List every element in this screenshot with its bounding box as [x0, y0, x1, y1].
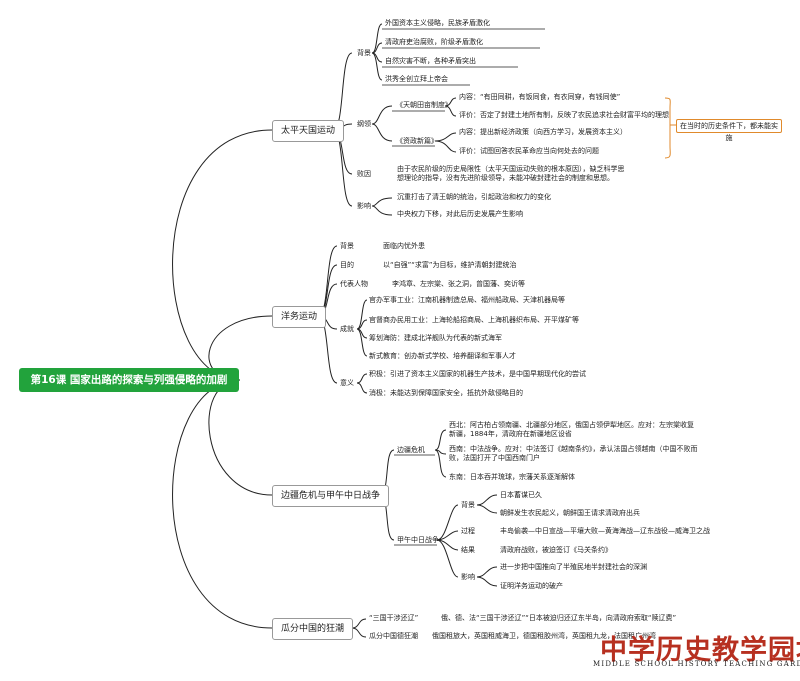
partition-item2-text: 俄国租旅大，英国租威海卫，德国租胶州湾，英国租九龙，法国租广州湾	[432, 632, 656, 640]
yangwu-result-item-1: 官办军事工业：江南机器制造总局、福州船政局、天津机器局等	[369, 296, 565, 304]
zizheng-content: 内容：提出新经济政策（向西方学习，发展资本主义）	[459, 128, 627, 136]
yangwu-meaning-item-2: 消极：未能达到保障国家安全，抵抗外敌侵略目的	[369, 389, 523, 397]
war-bg-label: 背景	[461, 501, 475, 509]
yangwu-people-label: 代表人物	[340, 280, 368, 288]
taiping-bg-item-4: 洪秀全创立拜上帝会	[385, 75, 448, 83]
border-crisis-southeast: 东南：日本吞并琉球，宗藩关系逐渐解体	[449, 473, 575, 481]
topic-yangwu: 洋务运动	[272, 306, 327, 328]
war-impact-item-2: 证明洋务运动的破产	[500, 582, 563, 590]
yangwu-bg-text: 面临内忧外患	[383, 242, 425, 250]
taiping-bg-item-3: 自然灾害不断，各种矛盾突出	[385, 57, 476, 65]
topic-partition: 瓜分中国的狂潮	[272, 618, 354, 640]
border-crisis-northwest: 西北：阿古柏占领南疆、北疆部分地区，俄国占领伊犁地区。应对：左宗棠收复新疆，18…	[449, 421, 694, 438]
logo-chinese: 中学历史教学园地	[600, 635, 800, 666]
war-process-label: 过程	[461, 527, 475, 535]
zizheng-title: 《资政新篇》	[396, 137, 438, 145]
war-impact-item-1: 进一步把中国推向了半殖民地半封建社会的深渊	[500, 563, 647, 571]
tianchao-eval: 评价：否定了封建土地所有制，反映了农民追求社会财富平均的理想	[459, 111, 669, 119]
taiping-gangling-label: 纲领	[357, 120, 371, 128]
taiping-impact-label: 影响	[357, 202, 371, 210]
yangwu-result-item-3: 筹划海防：建成北洋舰队为代表的新式海军	[369, 334, 502, 342]
yangwu-goal-text: 以“自强”“求富”为目标，维护清朝封建统治	[383, 261, 517, 269]
partition-item2-label: 瓜分中国德狂潮	[369, 632, 418, 640]
yangwu-meaning-label: 意义	[340, 379, 354, 387]
root-title: 第16课 国家出路的探索与列强侵略的加剧	[19, 368, 239, 392]
logo-english: MIDDLE SCHOOL HISTORY TEACHING GARDEN	[593, 660, 800, 668]
border-crisis-southwest: 西南：中法战争。应对：中法签订《越南条约》，承认法国占领越南（中国不败而败，法国…	[449, 445, 698, 462]
war-outcome-text: 清政府战败，被迫签订《马关条约》	[500, 546, 612, 554]
taiping-defeat-text: 由于农民阶级的历史局限性（太平天国运动失败的根本原因），缺乏科学思想理论的指导，…	[397, 165, 625, 182]
tianchao-title: 《天朝田亩制度》	[396, 101, 452, 109]
taiping-impact-item-1: 沉重打击了清王朝的统治，引起政治和权力的变化	[397, 193, 551, 201]
yangwu-bg-label: 背景	[340, 242, 354, 250]
war-bg-item-2: 朝鲜发生农民起义，朝鲜国王请求清政府出兵	[500, 509, 640, 517]
tianchao-content: 内容：“有田同耕，有饭同食，有衣同穿，有钱同使”	[459, 93, 621, 101]
partition-item1-text: 俄、德、法“三国干涉还辽”“日本被迫归还辽东半岛，向清政府索取“赎辽费”	[441, 614, 677, 622]
taiping-bg-item-2: 清政府吏治腐败，阶级矛盾激化	[385, 38, 483, 46]
topic-taiping: 太平天国运动	[272, 120, 345, 142]
border-crisis-label: 边疆危机	[397, 446, 425, 454]
yangwu-result-label: 成就	[340, 325, 354, 333]
taiping-impact-item-2: 中央权力下移，对此后历史发展产生影响	[397, 210, 523, 218]
war-bg-item-1: 日本蓄谋已久	[500, 491, 542, 499]
yangwu-result-item-2: 官督商办民用工业：上海轮船招商局、上海机器织布局、开平煤矿等	[369, 316, 579, 324]
taiping-bg-label: 背景	[357, 49, 371, 57]
war-label: 甲午中日战争	[397, 536, 439, 544]
zizheng-eval: 评价：试图回答农民革命应当向何处去的问题	[459, 147, 599, 155]
war-process-text: 丰岛偷袭—中日宣战—平壤大败—黄海海战—辽东战役—威海卫之战	[500, 527, 710, 535]
war-outcome-label: 结果	[461, 546, 475, 554]
yangwu-goal-label: 目的	[340, 261, 354, 269]
war-impact-label: 影响	[461, 573, 475, 581]
taiping-bg-item-1: 外国资本主义侵略，民族矛盾激化	[385, 19, 490, 27]
yangwu-people-text: 李鸿章、左宗棠、张之洞，曾国藩、奕䜣等	[392, 280, 525, 288]
partition-item1-label: “三国干涉还辽”	[369, 614, 419, 622]
yangwu-meaning-item-1: 积极：引进了资本主义国家的机器生产技术，是中国早期现代化的尝试	[369, 370, 586, 378]
topic-border-crisis: 边疆危机与甲午中日战争	[272, 485, 390, 507]
callout-not-implemented: 在当时的历史条件下，都未能实施	[676, 119, 782, 142]
yangwu-result-item-4: 新式教育：创办新式学校、培养翻译和军事人才	[369, 352, 516, 360]
taiping-defeat-label: 败因	[357, 170, 371, 178]
